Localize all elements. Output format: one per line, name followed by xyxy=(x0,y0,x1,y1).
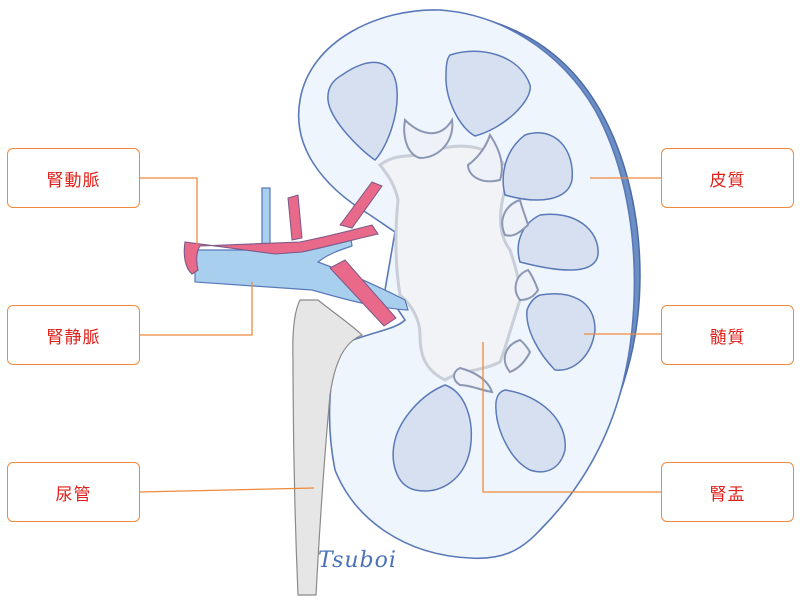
renal-artery-branch-3 xyxy=(329,259,397,327)
pyramid-5 xyxy=(526,293,596,371)
label-renal-artery-text: 腎動脈 xyxy=(46,170,101,191)
minor-calyces xyxy=(403,117,540,394)
calyx-4 xyxy=(514,268,540,302)
renal-artery xyxy=(183,224,379,275)
author-signature: Tsuboi xyxy=(318,548,397,573)
label-medulla-text: 髄質 xyxy=(709,327,746,348)
label-cortex: 皮質 xyxy=(661,148,794,208)
medulla-pyramids xyxy=(327,50,599,492)
pyramid-4 xyxy=(517,213,599,271)
label-renal-artery: 腎動脈 xyxy=(7,148,140,208)
label-ureter: 尿管 xyxy=(7,462,140,522)
label-renal-pelvis-text: 腎盂 xyxy=(709,484,746,505)
ureter xyxy=(292,299,364,596)
pyramid-6 xyxy=(495,389,566,473)
calyx-5 xyxy=(503,338,532,374)
leader-lines xyxy=(139,177,662,493)
label-renal-pelvis: 腎盂 xyxy=(661,462,794,522)
calyx-2 xyxy=(466,132,503,183)
pyramid-3 xyxy=(502,132,573,201)
calyx-1 xyxy=(403,117,454,160)
leader-renal-pelvis xyxy=(482,342,662,493)
renal-artery-branch-2 xyxy=(339,181,383,229)
label-renal-vein-text: 腎静脈 xyxy=(46,327,101,348)
label-medulla: 髄質 xyxy=(661,305,794,365)
pyramid-2 xyxy=(445,50,531,137)
renal-artery-branch-1 xyxy=(287,194,303,241)
calyx-3 xyxy=(501,198,530,237)
pyramid-7 xyxy=(392,384,472,492)
renal-vein-branch xyxy=(261,187,271,246)
pyramid-1 xyxy=(327,61,398,161)
leader-renal-vein xyxy=(140,282,253,336)
leader-ureter xyxy=(139,487,315,493)
label-cortex-text: 皮質 xyxy=(709,170,746,191)
leader-renal-artery xyxy=(140,177,198,244)
label-ureter-text: 尿管 xyxy=(55,484,92,505)
label-renal-vein: 腎静脈 xyxy=(7,305,140,365)
